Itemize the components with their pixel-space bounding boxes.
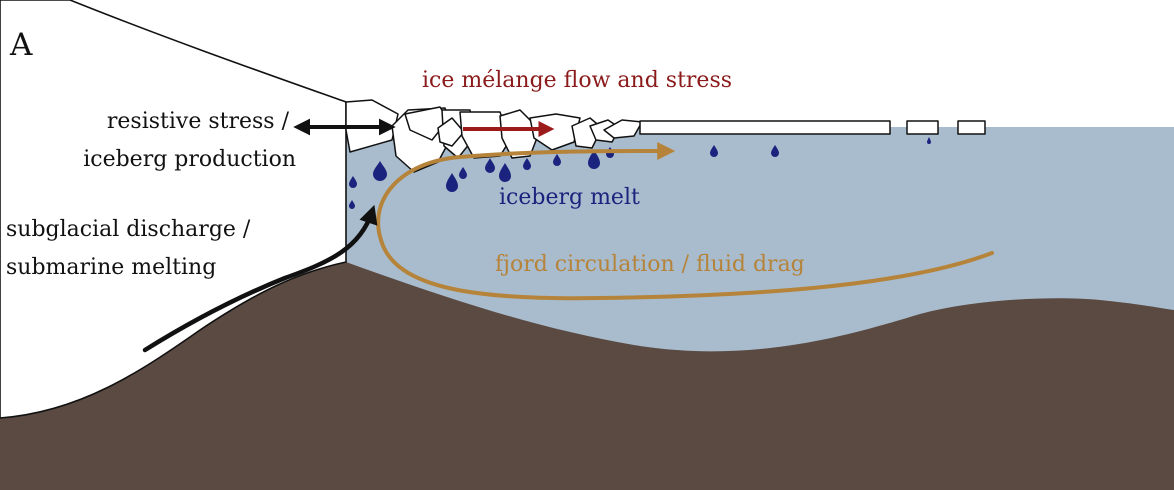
melt-drop [373, 161, 387, 181]
circulation-arrow [376, 142, 994, 301]
melt-drop [446, 173, 458, 192]
melange-block [437, 117, 465, 147]
melange-block [499, 109, 541, 159]
ice-shelf-slab [639, 120, 891, 135]
glacier [0, 0, 347, 419]
melt-drop [349, 200, 355, 209]
melt-drop [927, 137, 931, 144]
subglacial-label: subglacial discharge / submarine melting [6, 217, 257, 280]
melange-block [603, 119, 643, 139]
resistive-stress-line-2: iceberg production [83, 147, 296, 172]
floating-ice-piece [957, 120, 986, 135]
melt-drop [523, 158, 531, 170]
subglacial-discharge-arrow [142, 204, 378, 353]
melt-drop [588, 150, 600, 169]
ice-melange [345, 99, 986, 173]
panel-label: A [9, 27, 33, 63]
melange-label: ice mélange flow and stress [422, 68, 732, 93]
subglacial-line-1: subglacial discharge / [6, 217, 251, 242]
melt-drop [710, 145, 718, 157]
resistive-stress-label: resistive stress / iceberg production [83, 109, 296, 172]
melt-drop [553, 154, 561, 166]
resistive-stress-line-1: resistive stress / [107, 109, 290, 134]
melt-drop [771, 145, 779, 157]
melt-drop [459, 167, 467, 179]
melt-drop [485, 158, 495, 173]
subglacial-line-2: submarine melting [6, 255, 216, 280]
floating-ice-piece [906, 120, 939, 135]
melt-drop [349, 176, 357, 188]
iceberg-melt-label: iceberg melt [499, 185, 640, 210]
meltwater-drops [349, 137, 931, 209]
bedrock [0, 262, 1174, 490]
melt-drop [499, 163, 511, 182]
fjord-circulation-label: fjord circulation / fluid drag [495, 252, 805, 277]
